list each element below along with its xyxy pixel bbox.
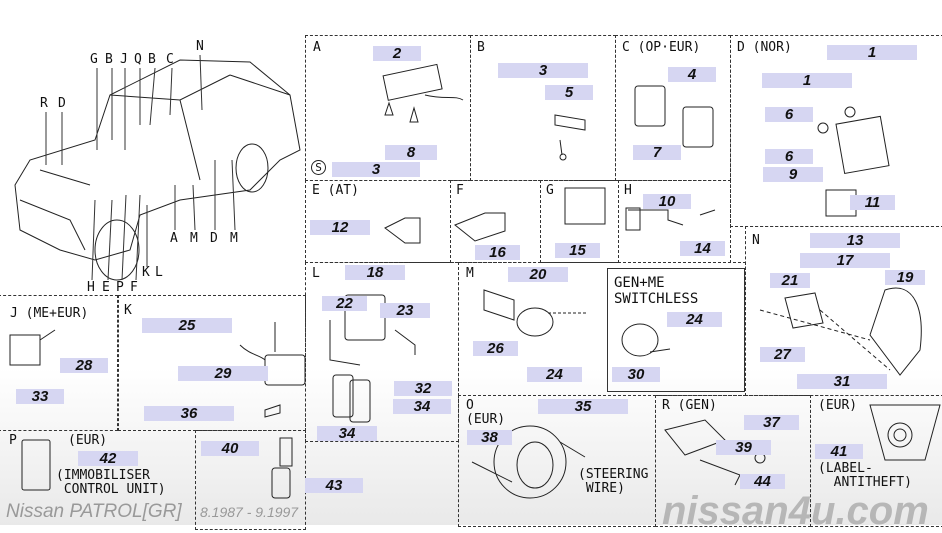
panel-title-r: R (GEN) (662, 398, 717, 413)
callout-8[interactable]: 8 (385, 145, 437, 160)
callout-6[interactable]: 6 (765, 107, 813, 122)
callout-16[interactable]: 16 (475, 245, 520, 260)
site-watermark: nissan4u.com (662, 489, 929, 533)
panel-title-d: D (NOR) (737, 40, 792, 55)
model-name: Nissan PATROL[GR] (6, 501, 182, 522)
callout-32[interactable]: 32 (394, 381, 452, 396)
car-letter: K (142, 265, 150, 280)
panel-title-n: N (752, 233, 760, 248)
callout-3[interactable]: 3 (498, 63, 588, 78)
callout-40[interactable]: 40 (201, 441, 259, 456)
panel-title-a: A (313, 40, 321, 55)
callout-43[interactable]: 43 (305, 478, 363, 493)
callout-21[interactable]: 21 (770, 273, 810, 288)
callout-14[interactable]: 14 (680, 241, 725, 256)
car-letter: A (170, 231, 178, 246)
car-letter: D (58, 96, 66, 111)
callout-28[interactable]: 28 (60, 358, 108, 373)
callout-6[interactable]: 6 (765, 149, 813, 164)
callout-11[interactable]: 11 (850, 195, 895, 210)
callout-44[interactable]: 44 (740, 474, 785, 489)
car-letter: N (196, 39, 204, 54)
car-letter: M (190, 231, 198, 246)
vehicle-drawing (14, 59, 301, 281)
car-letter: M (230, 231, 238, 246)
callout-2[interactable]: 2 (373, 46, 421, 61)
note-gen-me: GEN+ME SWITCHLESS (614, 275, 699, 307)
car-letter: G (90, 52, 98, 67)
callout-30[interactable]: 30 (612, 367, 660, 382)
panel-title-e: E (AT) (312, 183, 359, 198)
callout-4[interactable]: 4 (668, 67, 716, 82)
note-immobiliser: (IMMOBILISER CONTROL UNIT) (56, 468, 166, 497)
panel-title-f: F (456, 183, 464, 198)
date-range: 8.1987 - 9.1997 (200, 504, 299, 520)
car-letter: H (87, 280, 95, 295)
callout-34[interactable]: 34 (393, 399, 451, 414)
callout-1[interactable]: 1 (762, 73, 852, 88)
callout-24[interactable]: 24 (667, 312, 722, 327)
callout-41[interactable]: 41 (815, 444, 863, 459)
callout-37[interactable]: 37 (744, 415, 799, 430)
callout-35[interactable]: 35 (538, 399, 628, 414)
car-letter: P (116, 280, 124, 295)
panel-circle-s: S (311, 160, 326, 175)
panel-title-o: O (466, 398, 474, 413)
car-letter: B (148, 52, 156, 67)
callout-9[interactable]: 9 (763, 167, 823, 182)
callout-31[interactable]: 31 (797, 374, 887, 389)
panel-sub-o: (EUR) (466, 412, 506, 427)
callout-38[interactable]: 38 (467, 430, 512, 445)
note-steering: (STEERING WIRE) (578, 467, 649, 496)
callout-5[interactable]: 5 (545, 85, 593, 100)
callout-33[interactable]: 33 (16, 389, 64, 404)
panel-j (0, 295, 118, 431)
callout-20[interactable]: 20 (508, 267, 568, 282)
panel-title-g: G (546, 183, 554, 198)
callout-18[interactable]: 18 (345, 265, 405, 280)
panel-title-b: B (477, 40, 485, 55)
car-letter: F (130, 280, 138, 295)
panel-title-h: H (624, 183, 632, 198)
callout-39[interactable]: 39 (716, 440, 771, 455)
car-letter: B (105, 52, 113, 67)
callout-27[interactable]: 27 (760, 347, 805, 362)
callout-1[interactable]: 1 (827, 45, 917, 60)
panel-title-k: K (124, 303, 132, 318)
callout-10[interactable]: 10 (643, 194, 691, 209)
callout-36[interactable]: 36 (144, 406, 234, 421)
car-letter: Q (134, 52, 142, 67)
callout-19[interactable]: 19 (885, 270, 925, 285)
car-letter: J (120, 52, 128, 67)
callout-7[interactable]: 7 (633, 145, 681, 160)
panel-title-j: J (ME+EUR) (10, 306, 89, 321)
callout-34[interactable]: 34 (317, 426, 377, 441)
panel-title-p: P (9, 433, 17, 448)
note-label: (LABEL- ANTITHEFT) (818, 461, 912, 490)
car-letter: E (102, 280, 110, 295)
callout-23[interactable]: 23 (380, 303, 430, 318)
panel-title-eur: (EUR) (818, 398, 858, 413)
callout-25[interactable]: 25 (142, 318, 232, 333)
callout-42[interactable]: 42 (78, 451, 138, 466)
callout-26[interactable]: 26 (473, 341, 518, 356)
callout-15[interactable]: 15 (555, 243, 600, 258)
callout-12[interactable]: 12 (310, 220, 370, 235)
callout-3[interactable]: 3 (332, 162, 420, 177)
car-letter: C (166, 52, 174, 67)
callout-24[interactable]: 24 (527, 367, 582, 382)
panel-title-l: L (312, 266, 320, 281)
panel-title-m: M (466, 266, 474, 281)
car-letter: D (210, 231, 218, 246)
callout-29[interactable]: 29 (178, 366, 268, 381)
car-letter: L (155, 265, 163, 280)
callout-13[interactable]: 13 (810, 233, 900, 248)
panel-sub-p: (EUR) (68, 433, 108, 448)
panel-title-c: C (OP·EUR) (622, 40, 701, 55)
gen-me-box (607, 268, 745, 392)
car-letter: R (40, 96, 48, 111)
callout-22[interactable]: 22 (322, 296, 367, 311)
callout-17[interactable]: 17 (800, 253, 890, 268)
